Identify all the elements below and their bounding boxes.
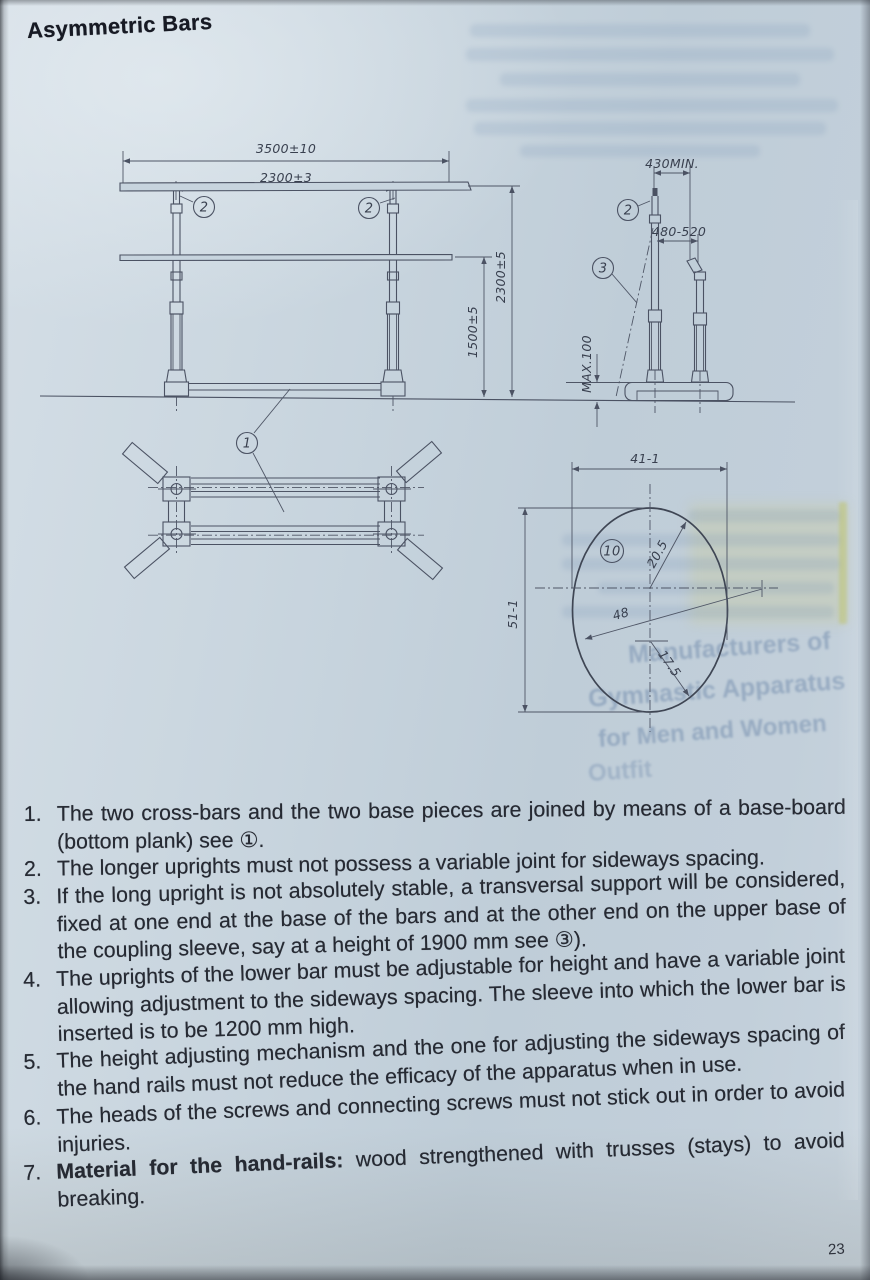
side-upright-short <box>686 257 710 383</box>
ref-baseboard: 1 <box>243 437 252 452</box>
bleedthrough-bar <box>562 606 834 618</box>
dim-inner-span: 2300±3 <box>260 170 312 185</box>
page-edge-bottom <box>0 1265 870 1280</box>
dim-section-height: 51-1 <box>505 599 520 629</box>
section-view: 41-1 51-1 48 20.5 17.5 10 <box>505 451 778 732</box>
bleedthrough-bar <box>562 534 840 546</box>
bleedthrough-bar <box>474 122 826 135</box>
ref-upright-left: 2 <box>200 201 209 216</box>
plan-foot <box>122 441 168 485</box>
note-number: 3. <box>23 884 42 909</box>
side-upright-tall <box>645 187 665 383</box>
dim-base-height: MAX.100 <box>579 335 594 393</box>
plan-view: 1 <box>122 388 443 581</box>
ref-section: 10 <box>603 545 620 560</box>
bleedthrough-bar <box>470 24 810 37</box>
note-number: 2. <box>23 856 42 882</box>
top-bar <box>119 181 472 192</box>
bleedthrough-bar <box>466 48 834 61</box>
dim-radius-top: 20.5 <box>643 537 670 570</box>
bleedthrough-bar <box>562 558 840 570</box>
bleedthrough-bar <box>466 99 838 112</box>
bleedthrough-bar <box>520 145 760 157</box>
highlight-strip <box>839 502 847 624</box>
highlight-bleed <box>690 504 848 624</box>
page-number: 23 <box>827 1240 846 1259</box>
bleedthrough-bar <box>500 73 800 86</box>
plan-crossbar-bottom <box>148 525 424 546</box>
note-number: 5. <box>23 1049 42 1075</box>
note-number: 6. <box>23 1104 42 1130</box>
note-number: 4. <box>22 967 42 992</box>
note-number: 7. <box>22 1160 42 1185</box>
dim-total-span: 3500±10 <box>256 141 316 156</box>
dim-min-spacing: 430MIN. <box>645 156 699 171</box>
note-number: 1. <box>23 801 42 827</box>
front-upright-right <box>380 189 406 413</box>
dim-radius-bottom: 17.5 <box>655 647 684 679</box>
dim-section-width: 41-1 <box>630 451 660 466</box>
dim-adjust-range: 480-520 <box>652 224 706 239</box>
page-corner-shadow <box>0 1235 90 1280</box>
plan-foot <box>396 440 442 484</box>
dim-section-diagonal: 48 <box>611 604 631 623</box>
dim-height-low: 1500±5 <box>465 306 480 358</box>
dim-height-top: 2300±5 <box>493 251 508 303</box>
technical-drawing: 3500±10 2300±3 2 2 <box>39 141 796 732</box>
ref-upright-right: 2 <box>365 202 374 217</box>
bleedthrough-bar <box>688 510 840 522</box>
plan-crossbar-top <box>148 477 424 498</box>
ref-support: 3 <box>599 262 608 277</box>
notes-list: 1. The two cross-bars and the two base p… <box>22 795 846 1215</box>
side-view: 430MIN. 480-520 <box>566 156 734 427</box>
side-base <box>624 381 734 402</box>
front-upright-left <box>163 189 190 413</box>
lower-bar <box>119 253 453 262</box>
ref-side-upright: 2 <box>624 204 633 219</box>
plan-foot <box>397 537 443 581</box>
ground-line <box>39 395 796 403</box>
front-view: 3500±10 2300±3 2 2 <box>119 141 520 413</box>
